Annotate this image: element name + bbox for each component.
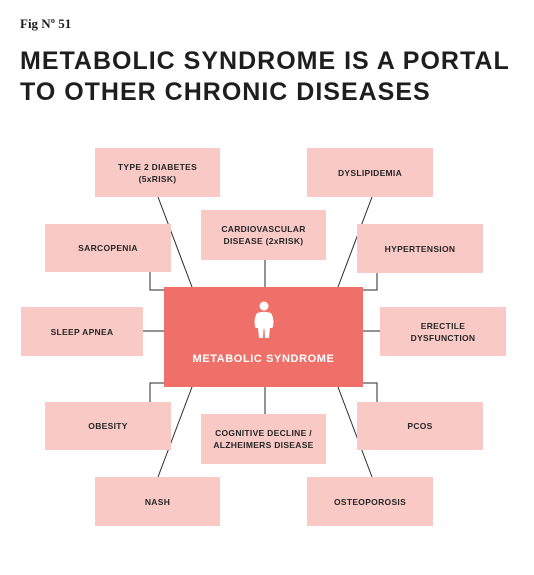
connector-nash xyxy=(157,386,193,478)
title-line-2: TO OTHER CHRONIC DISEASES xyxy=(20,78,431,106)
page-title: METABOLIC SYNDROME IS A PORTAL TO OTHER … xyxy=(20,46,520,108)
box-type2-diabetes: TYPE 2 DIABETES (5xRISK) xyxy=(95,148,220,197)
box-osteoporosis: OSTEOPOROSIS xyxy=(307,477,433,526)
box-sarcopenia: SARCOPENIA xyxy=(45,224,171,272)
connector-type2-diabetes xyxy=(157,196,193,288)
center-label: METABOLIC SYNDROME xyxy=(192,353,335,365)
box-erectile-dysfunction: ERECTILE DYSFUNCTION xyxy=(380,307,506,356)
title-line-1: METABOLIC SYNDROME IS A PORTAL xyxy=(20,47,510,75)
connector-dyslipidemia xyxy=(337,196,373,288)
box-cardiovascular: CARDIOVASCULAR DISEASE (2xRISK) xyxy=(201,210,326,260)
box-nash: NASH xyxy=(95,477,220,526)
box-dyslipidemia: DYSLIPIDEMIA xyxy=(307,148,433,197)
figure-label: Fig Nº 51 xyxy=(20,16,72,31)
box-hypertension: HYPERTENSION xyxy=(357,224,483,273)
box-pcos: PCOS xyxy=(357,402,483,450)
connector-osteoporosis xyxy=(337,386,373,478)
box-cognitive-decline: COGNITIVE DECLINE / ALZHEIMERS DISEASE xyxy=(201,414,326,464)
connector-hypertension xyxy=(363,273,378,291)
metabolic-syndrome-box: METABOLIC SYNDROME xyxy=(164,287,363,387)
connector-sarcopenia xyxy=(149,272,164,291)
connector-obesity xyxy=(149,382,164,402)
box-sleep-apnea: SLEEP APNEA xyxy=(21,307,143,356)
box-obesity: OBESITY xyxy=(45,402,171,450)
person-icon xyxy=(254,301,274,338)
connector-pcos xyxy=(363,382,378,402)
